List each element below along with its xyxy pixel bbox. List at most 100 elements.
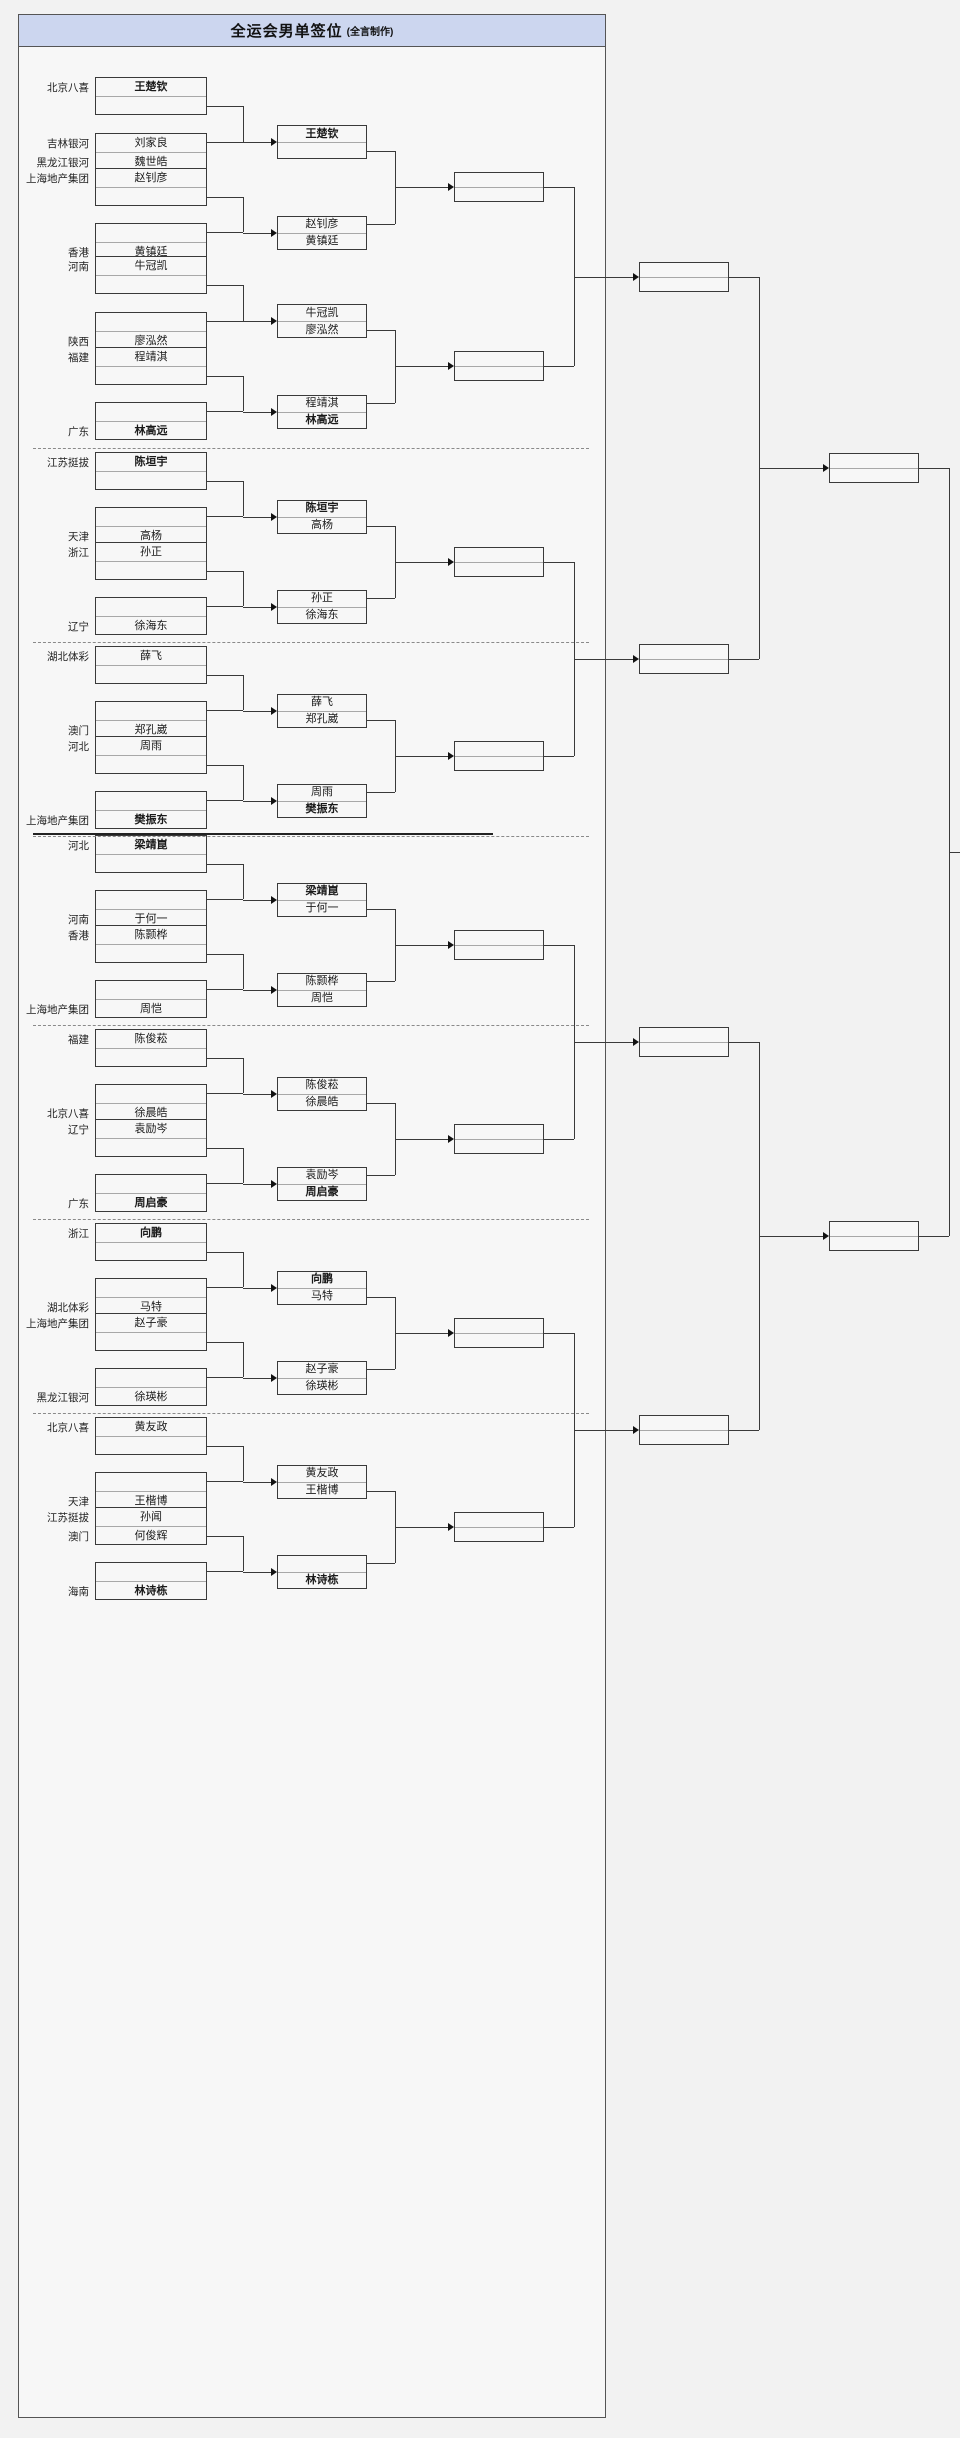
match-slot-top[interactable]: 袁励岑: [96, 1120, 206, 1139]
match-box[interactable]: 向鹏: [95, 1223, 207, 1261]
match-box[interactable]: [454, 1511, 544, 1542]
match-slot-bottom[interactable]: [96, 1049, 206, 1067]
match-slot-bottom[interactable]: 徐瑛彬: [134, 1390, 168, 1403]
match-slot-top[interactable]: 刘家良: [96, 134, 206, 153]
match-box[interactable]: [454, 546, 544, 577]
match-box[interactable]: [829, 452, 919, 483]
match-slot-top[interactable]: 黄友政: [96, 1418, 206, 1437]
match-slot-bottom[interactable]: 王楷博: [305, 1484, 339, 1496]
match-slot-bottom[interactable]: [96, 188, 206, 206]
match-slot-top[interactable]: 周雨: [278, 785, 366, 802]
match-slot-bottom[interactable]: 魏世皓: [134, 155, 168, 168]
match-slot-top[interactable]: [830, 454, 918, 469]
match-slot-top[interactable]: 梁靖崑: [278, 884, 366, 901]
match-box[interactable]: 梁靖崑于何一: [277, 882, 367, 917]
match-box[interactable]: 刘家良魏世皓: [95, 133, 207, 171]
match-box[interactable]: 梁靖崑: [95, 835, 207, 873]
match-slot-bottom[interactable]: [96, 1333, 206, 1351]
match-box[interactable]: 周启豪: [95, 1174, 207, 1212]
match-slot-bottom[interactable]: 徐海东: [134, 619, 168, 632]
match-slot-bottom[interactable]: [96, 945, 206, 963]
match-box[interactable]: 林诗栋: [95, 1562, 207, 1600]
match-slot-top[interactable]: [455, 173, 543, 189]
match-slot-top[interactable]: 牛冠凯: [96, 257, 206, 276]
match-slot-bottom[interactable]: 郑孔崴: [305, 713, 339, 725]
match-slot-top[interactable]: 程靖淇: [96, 348, 206, 367]
match-slot-bottom[interactable]: 郑孔崴: [134, 723, 168, 736]
match-slot-bottom[interactable]: [830, 1237, 918, 1251]
match-box[interactable]: [639, 261, 729, 292]
match-slot-top[interactable]: [96, 508, 206, 527]
match-slot-top[interactable]: 赵子豪: [96, 1314, 206, 1333]
match-slot-bottom[interactable]: 林高远: [305, 414, 339, 426]
match-box[interactable]: 陈颢桦: [95, 925, 207, 963]
match-box[interactable]: [454, 172, 544, 203]
match-slot-top[interactable]: [96, 792, 206, 811]
match-box[interactable]: 袁励岑周启豪: [277, 1166, 367, 1201]
match-slot-bottom[interactable]: 徐晨皓: [134, 1106, 168, 1119]
match-box[interactable]: 林诗栋: [277, 1554, 367, 1589]
match-slot-bottom[interactable]: 周恺: [311, 992, 333, 1004]
match-box[interactable]: 薛飞郑孔崴: [277, 693, 367, 728]
match-slot-top[interactable]: 陈垣宇: [96, 453, 206, 472]
match-slot-bottom[interactable]: 林高远: [134, 424, 168, 437]
match-slot-bottom[interactable]: 高杨: [311, 519, 333, 531]
match-slot-bottom[interactable]: [96, 1437, 206, 1455]
match-box[interactable]: 陈垣宇高杨: [277, 499, 367, 534]
match-slot-bottom[interactable]: 于何一: [305, 902, 339, 914]
match-box[interactable]: 王楚钦: [95, 77, 207, 115]
match-slot-top[interactable]: [96, 1085, 206, 1104]
match-slot-top[interactable]: 黄友政: [278, 1466, 366, 1483]
match-slot-bottom[interactable]: [640, 278, 728, 292]
match-box[interactable]: 于何一: [95, 890, 207, 928]
match-slot-bottom[interactable]: [96, 855, 206, 873]
match-box[interactable]: 赵子豪: [95, 1313, 207, 1351]
match-box[interactable]: [639, 643, 729, 674]
match-slot-top[interactable]: 向鹏: [278, 1272, 366, 1289]
match-slot-bottom[interactable]: [455, 1140, 543, 1154]
match-slot-bottom[interactable]: [455, 946, 543, 960]
match-slot-top[interactable]: 梁靖崑: [96, 836, 206, 855]
match-box[interactable]: [454, 351, 544, 382]
match-slot-bottom[interactable]: 林诗栋: [305, 1574, 339, 1586]
match-slot-bottom[interactable]: [96, 472, 206, 490]
match-box[interactable]: [829, 1220, 919, 1251]
match-slot-bottom[interactable]: 黄镇廷: [134, 245, 168, 258]
match-slot-top[interactable]: 陈俊菘: [96, 1030, 206, 1049]
match-slot-top[interactable]: 孙正: [278, 591, 366, 608]
match-box[interactable]: 赵钊彦黄镇廷: [277, 215, 367, 250]
match-slot-bottom[interactable]: [455, 367, 543, 381]
match-slot-top[interactable]: 向鹏: [96, 1224, 206, 1243]
match-box[interactable]: 程靖淇: [95, 347, 207, 385]
match-box[interactable]: 樊振东: [95, 791, 207, 829]
match-box[interactable]: 孙正: [95, 542, 207, 580]
match-slot-bottom[interactable]: [96, 367, 206, 385]
match-slot-bottom[interactable]: 马特: [311, 1290, 333, 1302]
match-slot-top[interactable]: [96, 702, 206, 721]
match-box[interactable]: 黄友政王楷博: [277, 1464, 367, 1499]
match-box[interactable]: [454, 740, 544, 771]
match-slot-top[interactable]: 王楚钦: [96, 78, 206, 97]
match-slot-bottom[interactable]: [96, 276, 206, 294]
match-slot-bottom[interactable]: 于何一: [134, 912, 168, 925]
match-slot-top[interactable]: 程靖淇: [278, 396, 366, 413]
match-slot-bottom[interactable]: 王楷博: [134, 1494, 168, 1507]
match-box[interactable]: 孙正徐海东: [277, 589, 367, 624]
match-slot-top[interactable]: [640, 1028, 728, 1043]
match-box[interactable]: 高杨: [95, 507, 207, 545]
match-slot-bottom[interactable]: 廖泓然: [305, 323, 339, 336]
match-box[interactable]: 周雨樊振东: [277, 783, 367, 818]
match-box[interactable]: 郑孔崴: [95, 701, 207, 739]
match-box[interactable]: 薛飞: [95, 646, 207, 684]
match-slot-bottom[interactable]: [278, 143, 366, 159]
match-box[interactable]: [454, 1123, 544, 1154]
match-box[interactable]: 黄镇廷: [95, 223, 207, 261]
match-box[interactable]: 周恺: [95, 980, 207, 1018]
match-box[interactable]: 马特: [95, 1278, 207, 1316]
match-slot-top[interactable]: 孙正: [96, 543, 206, 562]
match-box[interactable]: 徐瑛彬: [95, 1368, 207, 1406]
match-slot-top[interactable]: [455, 1513, 543, 1528]
match-slot-top[interactable]: 薛飞: [96, 647, 206, 666]
match-box[interactable]: 黄友政: [95, 1417, 207, 1455]
match-slot-top[interactable]: [455, 352, 543, 368]
